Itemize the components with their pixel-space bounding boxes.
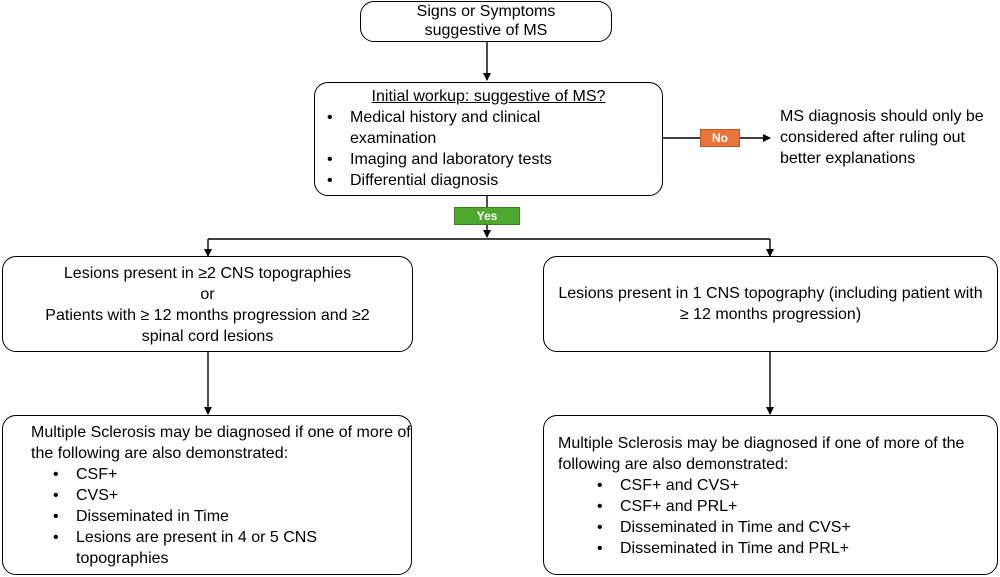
left-criteria-line2: or (200, 286, 215, 303)
left-diagnosis-list: CSF+ CVS+ Disseminated in Time Lesions a… (31, 464, 401, 569)
right-diagnosis-item: CSF+ and CVS+ (597, 475, 987, 496)
start-box-line1: Signs or Symptoms (416, 3, 556, 20)
left-diagnosis-item: Disseminated in Time (53, 506, 401, 527)
left-diagnosis-item: CVS+ (53, 485, 401, 506)
workup-item: Differential diagnosis (327, 170, 654, 191)
left-criteria-box: Lesions present in ≥2 CNS topographies o… (2, 256, 413, 352)
right-diagnosis-item: Disseminated in Time and CVS+ (597, 517, 987, 538)
left-diagnosis-intro: Multiple Sclerosis may be diagnosed if o… (31, 424, 411, 462)
no-badge: No (700, 129, 740, 147)
right-diagnosis-item: Disseminated in Time and PRL+ (597, 538, 987, 559)
workup-item: Imaging and laboratory tests (327, 149, 654, 170)
right-criteria-text: Lesions present in 1 CNS topography (inc… (558, 285, 983, 323)
no-outcome-text: MS diagnosis should only be considered a… (780, 108, 984, 167)
right-diagnosis-item: CSF+ and PRL+ (597, 496, 987, 517)
right-diagnosis-box: Multiple Sclerosis may be diagnosed if o… (543, 415, 998, 575)
left-diagnosis-box: Multiple Sclerosis may be diagnosed if o… (2, 415, 412, 575)
left-diagnosis-item: CSF+ (53, 464, 401, 485)
right-diagnosis-list: CSF+ and CVS+ CSF+ and PRL+ Disseminated… (558, 475, 987, 559)
left-criteria-line1: Lesions present in ≥2 CNS topographies (63, 265, 352, 282)
yes-badge: Yes (454, 207, 520, 225)
right-criteria-box: Lesions present in 1 CNS topography (inc… (543, 256, 998, 352)
workup-item: Medical history and clinical examination (327, 107, 610, 149)
workup-title: Initial workup: suggestive of MS? (371, 88, 606, 105)
right-diagnosis-intro: Multiple Sclerosis may be diagnosed if o… (558, 435, 965, 473)
workup-box: Initial workup: suggestive of MS? Medica… (314, 82, 663, 196)
left-diagnosis-item: Lesions are present in 4 or 5 CNS topogr… (53, 527, 366, 569)
start-box-line2: suggestive of MS (424, 22, 548, 39)
left-criteria-line3: Patients with ≥ 12 months progression an… (45, 307, 370, 345)
start-box: Signs or Symptoms suggestive of MS (360, 1, 612, 42)
workup-list: Medical history and clinical examination… (327, 107, 654, 191)
